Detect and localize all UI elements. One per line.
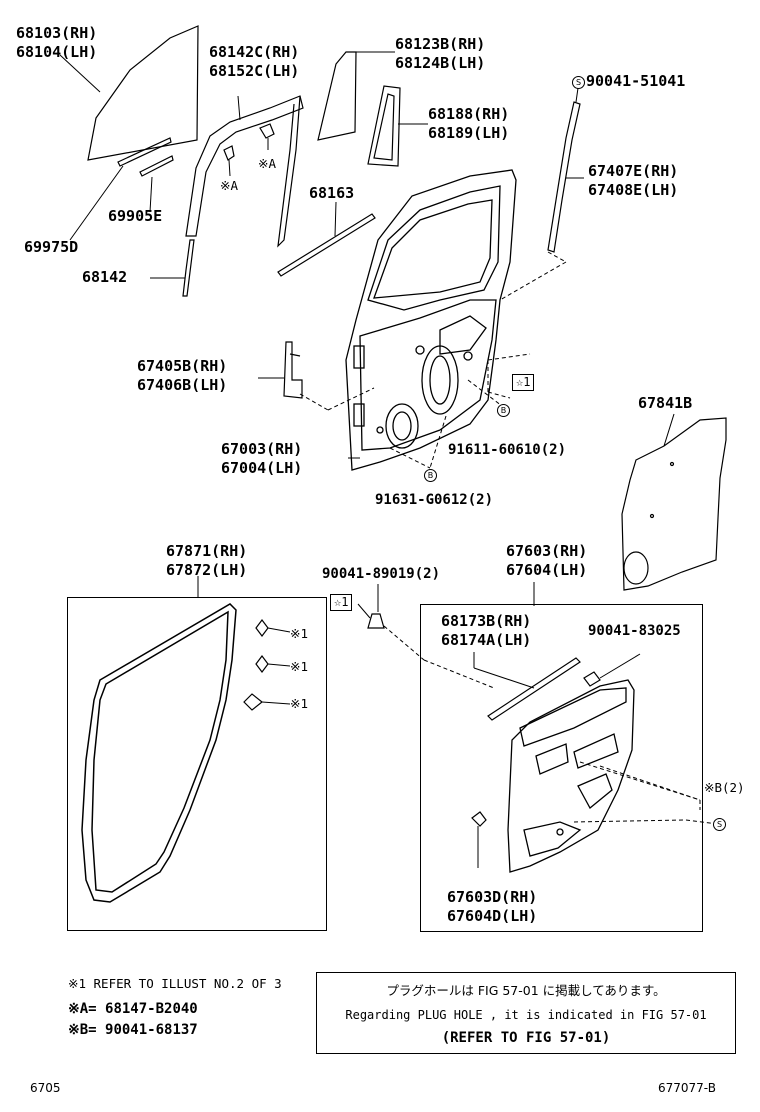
- label-67407e: 67407E(RH): [588, 162, 679, 180]
- label-90041-51041: 90041-51041: [586, 72, 686, 90]
- label-68174a: 68174A(LH): [441, 631, 532, 649]
- label-67841b: 67841B: [638, 394, 693, 412]
- label-67003: 67003(RH): [221, 440, 303, 458]
- label-91631: 91631-G0612(2): [375, 492, 494, 508]
- mark-kome-1-c: ※1: [290, 696, 308, 711]
- door-panel: [345, 169, 517, 471]
- reference-japanese: プラグホールは FIG 57-01 に掲載してあります。: [386, 983, 666, 998]
- label-68142: 68142: [82, 268, 128, 286]
- page-code-left: 6705: [30, 1081, 61, 1095]
- label-68103: 68103(RH): [16, 24, 98, 42]
- label-69975d: 69975D: [24, 238, 79, 256]
- rear-lower-frame: [547, 101, 581, 253]
- note-refer-illust: ※1 REFER TO ILLUST NO.2 OF 3: [68, 976, 282, 991]
- label-67604d: 67604D(LH): [447, 907, 538, 925]
- label-67603d: 67603D(RH): [447, 888, 538, 906]
- inner-belt-weatherstrip: [487, 657, 581, 721]
- note-kome-a: ※A= 68147-B2040: [68, 1001, 198, 1017]
- bolt-b-marker: B: [497, 404, 510, 417]
- bolt-s-marker: S: [572, 76, 585, 89]
- label-68142c: 68142C(RH): [209, 43, 300, 61]
- label-67406b: 67406B(LH): [137, 376, 228, 394]
- door-glass: [87, 25, 199, 161]
- mark-kome-1-b: ※1: [290, 659, 308, 674]
- label-69905e: 69905E: [108, 207, 163, 225]
- reference-english: Regarding PLUG HOLE , it is indicated in…: [345, 1008, 707, 1022]
- mark-kome-1-a: ※1: [290, 626, 308, 641]
- star1-marker: ☆1: [512, 374, 535, 391]
- weatherstrip-clips: [243, 619, 291, 711]
- door-weatherstrip: [81, 603, 237, 903]
- label-68123b: 68123B(RH): [395, 35, 486, 53]
- label-67872: 67872(LH): [166, 561, 248, 579]
- note-kome-b: ※B= 90041-68137: [68, 1022, 198, 1038]
- quarter-weatherstrip: [367, 85, 401, 167]
- weatherstrip-frame: [67, 597, 327, 931]
- label-68163: 68163: [309, 184, 355, 202]
- clip-a: [223, 123, 275, 177]
- label-68173b: 68173B(RH): [441, 612, 532, 630]
- bolt-b-marker-2: B: [424, 469, 437, 482]
- trim-frame: [420, 604, 703, 932]
- outer-belt-weatherstrip: [277, 213, 376, 277]
- label-67871: 67871(RH): [166, 542, 248, 560]
- label-68124b: 68124B(LH): [395, 54, 486, 72]
- label-68104: 68104(LH): [16, 43, 98, 61]
- mark-kome-a-2: ※A: [220, 178, 238, 193]
- label-91611: 91611-60610(2): [448, 442, 567, 458]
- label-68152c: 68152C(LH): [209, 62, 300, 80]
- star1-marker-2: ☆1: [330, 594, 353, 611]
- label-67604: 67604(LH): [506, 561, 588, 579]
- label-90041-89019: 90041-89019(2): [322, 566, 441, 582]
- label-68189: 68189(LH): [428, 124, 510, 142]
- label-67004: 67004(LH): [221, 459, 303, 477]
- mark-kome-b2: ※B(2): [704, 780, 745, 795]
- mark-kome-a-1: ※A: [258, 156, 276, 171]
- service-hole-cover: [621, 417, 727, 591]
- glass-run-channel: [182, 95, 304, 297]
- door-trim-panel: [507, 679, 635, 873]
- trim-clip: [367, 613, 385, 629]
- page-code-right: 677077-B: [658, 1081, 716, 1095]
- lower-frame-bracket: [283, 341, 303, 399]
- label-67405b: 67405B(RH): [137, 357, 228, 375]
- leader-lines: [299, 353, 531, 469]
- glass-channel-strips: [117, 137, 174, 177]
- label-68188: 68188(RH): [428, 105, 510, 123]
- label-67408e: 67408E(LH): [588, 181, 679, 199]
- label-67603: 67603(RH): [506, 542, 588, 560]
- label-90041-83025: 90041-83025: [588, 623, 681, 639]
- quarter-glass: [317, 51, 357, 141]
- bolt-s-marker-2: S: [713, 818, 726, 831]
- reference-refer: (REFER TO FIG 57-01): [441, 1030, 611, 1046]
- reference-box: プラグホールは FIG 57-01 に掲載してあります。 Regarding P…: [316, 972, 736, 1054]
